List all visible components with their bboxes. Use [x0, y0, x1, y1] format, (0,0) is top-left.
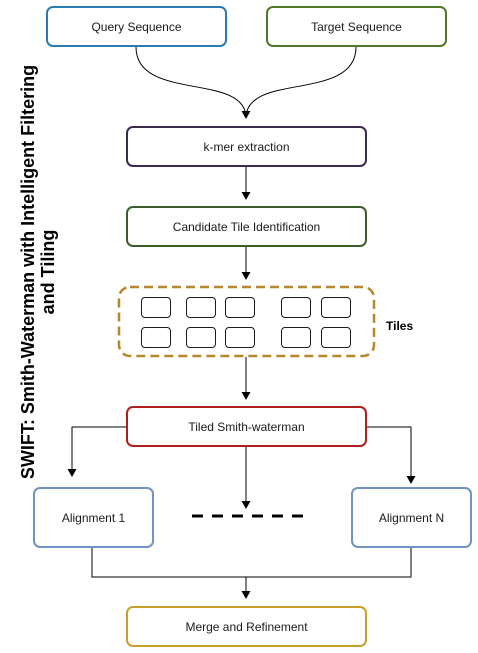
alignment-n-node: Alignment N [351, 487, 472, 548]
tile [186, 327, 216, 348]
connector-query-to-kmer [135, 46, 251, 119]
tile [141, 297, 171, 318]
tile [281, 327, 311, 348]
tile [321, 327, 351, 348]
connector-alignment-1-to-merge [91, 547, 246, 578]
tile [225, 297, 255, 318]
tiled-smith-waterman-node: Tiled Smith-waterman [126, 406, 367, 447]
tile [281, 297, 311, 318]
candidate-tile-identification-label: Candidate Tile Identification [172, 219, 321, 234]
connector-tiled-sw-to-alignment-n [366, 426, 416, 484]
tiled-smith-waterman-label: Tiled Smith-waterman [188, 419, 305, 434]
tile [186, 297, 216, 318]
target-sequence-label: Target Sequence [311, 19, 402, 34]
candidate-tile-identification-node: Candidate Tile Identification [126, 206, 367, 247]
alignment-n-label: Alignment N [378, 510, 445, 525]
merge-and-refinement-node: Merge and Refinement [126, 606, 367, 647]
query-sequence-node: Query Sequence [46, 6, 227, 47]
alignment-1-node: Alignment 1 [33, 487, 154, 548]
alignment-1-label: Alignment 1 [61, 510, 126, 525]
tiles-label: Tiles [386, 319, 414, 333]
connector-tiled-sw-to-alignment-1 [67, 426, 126, 477]
merge-and-refinement-label: Merge and Refinement [185, 619, 308, 634]
connector-alignment-n-to-merge [246, 547, 412, 578]
query-sequence-label: Query Sequence [91, 19, 182, 34]
kmer-extraction-node: k-mer extraction [126, 126, 367, 167]
target-sequence-node: Target Sequence [266, 6, 447, 47]
kmer-extraction-label: k-mer extraction [203, 139, 290, 154]
tile [141, 327, 171, 348]
tile [321, 297, 351, 318]
diagram-side-title: SWIFT: Smith-Waterman with Intelligent F… [18, 64, 58, 480]
connector-target-to-kmer [245, 46, 357, 119]
tile [225, 327, 255, 348]
